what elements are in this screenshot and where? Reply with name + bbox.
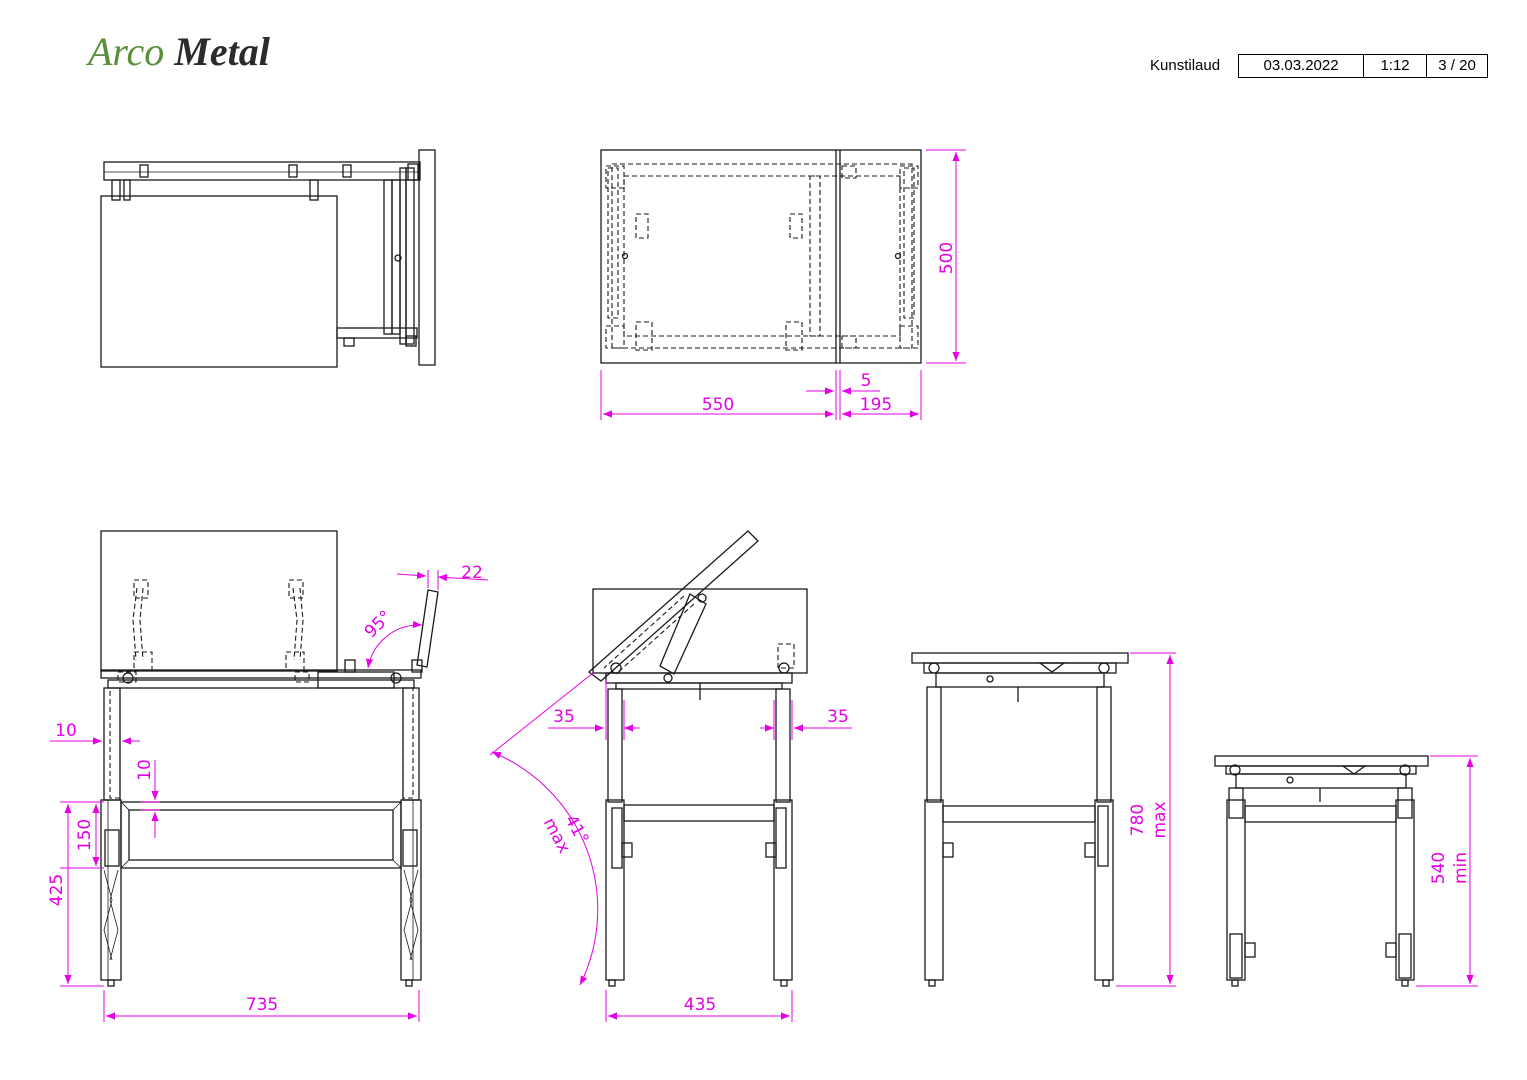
dim-front-rail-floor: 425: [47, 874, 67, 906]
dim-top-depth: 500: [937, 242, 957, 274]
dim-front-rail-offset: 10: [135, 759, 155, 781]
dim-front-width: 735: [246, 995, 278, 1015]
dim-front-tilt-angle: 95°: [361, 607, 396, 642]
side-view-min-dimensions: [1416, 755, 1478, 987]
title-block-date: 03.03.2022: [1238, 54, 1365, 78]
dim-side-inset-right: 35: [827, 707, 849, 727]
side-view-min-height: [1214, 755, 1429, 987]
dim-front-tilt-offset: 22: [461, 563, 483, 583]
title-block-page: 3 / 20: [1427, 54, 1489, 78]
logo-word-metal: Metal: [174, 29, 270, 74]
top-view-side-panel: [100, 149, 436, 368]
dim-top-width-side: 195: [860, 395, 892, 415]
side-view-max-height: [911, 652, 1129, 987]
dim-front-rail-height: 150: [75, 819, 95, 851]
side-view-tilted-dimensions: [489, 672, 852, 1022]
top-view-dimensions: [600, 149, 966, 420]
side-view-max-dimensions: [1116, 652, 1176, 987]
dim-height-min-note: min: [1451, 852, 1471, 884]
title-block-scale: 1:12: [1364, 54, 1428, 78]
top-view-frame: [600, 149, 922, 364]
dim-top-gap: 5: [861, 371, 872, 391]
front-view-desk: [100, 530, 439, 987]
dim-side-inset-left: 35: [553, 707, 575, 727]
dim-height-min: 540: [1429, 852, 1449, 884]
dim-side-width: 435: [684, 995, 716, 1015]
logo-word-arco: Arco: [88, 29, 165, 74]
dim-height-max: 780: [1128, 804, 1148, 836]
title-block: Kunstilaud 03.03.2022 1:12 3 / 20: [1150, 54, 1489, 78]
dim-height-max-note: max: [1150, 801, 1170, 838]
dim-front-leg-offset: 10: [55, 721, 77, 741]
title-block-label: Kunstilaud: [1150, 57, 1221, 74]
side-view-tilted: [587, 530, 808, 987]
arco-metal-logo: Arco Metal: [88, 28, 270, 75]
dim-top-width-main: 550: [702, 395, 734, 415]
front-view-dimensions: [50, 570, 489, 1022]
